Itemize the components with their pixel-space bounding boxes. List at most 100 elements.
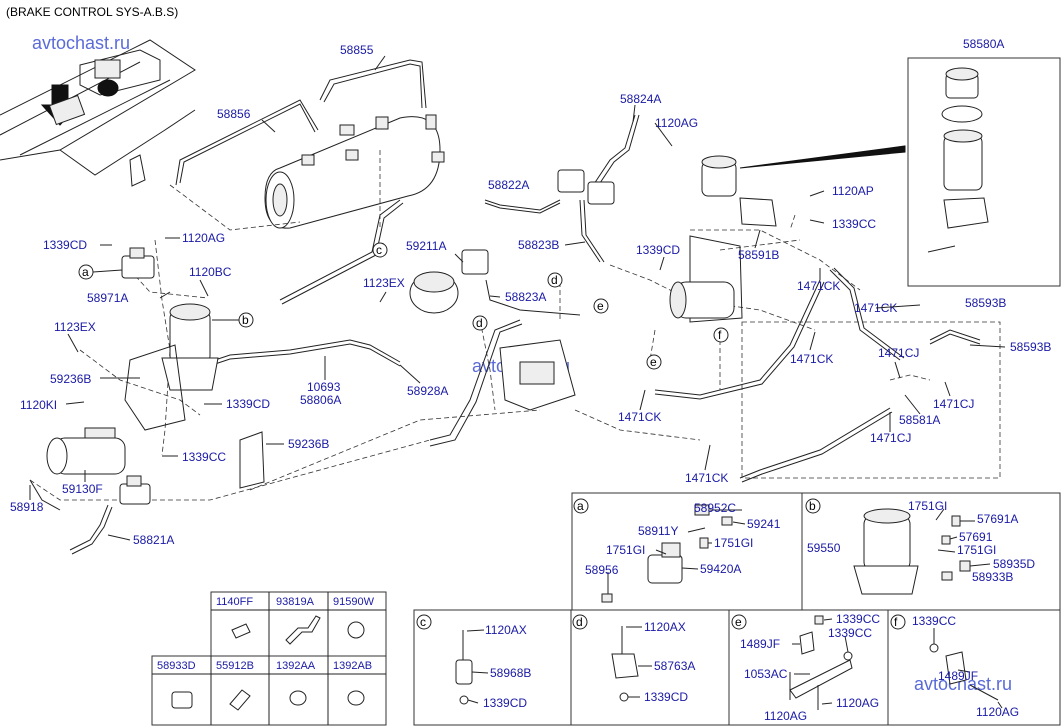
- detail-b-label-4: 59550: [807, 541, 841, 555]
- label-58593B-1: 58593B: [965, 296, 1006, 310]
- label-59236B-2: 59236B: [288, 437, 329, 451]
- detail-e-label-6: 1120AG: [764, 709, 807, 723]
- table-cell-1140FF: 1140FF: [216, 596, 253, 608]
- detail-b-label-2: 57691A: [977, 512, 1018, 526]
- detail-c-label-2: 58968B: [490, 666, 531, 680]
- detail-b-label-1: 1751GI: [908, 499, 947, 513]
- detail-d-label-3: 1339CD: [644, 690, 688, 704]
- label-1339CC-1: 1339CC: [832, 217, 876, 231]
- table-cell-1392AA: 1392AA: [276, 660, 316, 672]
- table-cell-1392AB: 1392AB: [333, 660, 372, 672]
- detail-f-label-3: 1120AG: [976, 705, 1019, 719]
- reservoir-exploded: [927, 67, 989, 253]
- label-58928A: 58928A: [407, 384, 448, 398]
- grommet-1392AA: [289, 690, 307, 706]
- fitting-58933D: [171, 691, 193, 709]
- reservoir-mid: [701, 155, 777, 227]
- detail-f-frame: [887, 609, 1061, 726]
- detail-d-label-2: 58763A: [654, 659, 695, 673]
- detail-d-label-1: 1120AX: [644, 620, 686, 634]
- detail-d-parts: [611, 626, 652, 702]
- detail-d-letter: d: [576, 615, 583, 629]
- tag-e-lower: e: [650, 355, 657, 369]
- modulator-59211A: [409, 271, 459, 314]
- label-10693: 10693: [307, 380, 341, 394]
- tag-f: f: [718, 328, 722, 342]
- label-1123EX-2: 1123EX: [54, 320, 96, 334]
- label-1471CK-2: 1471CK: [854, 301, 897, 315]
- watermark-top: avtochast.ru: [32, 33, 130, 53]
- detail-a-label-1: 58952C: [694, 501, 736, 515]
- leader-lines: [29, 55, 1006, 541]
- label-1471CJ-2: 1471CJ: [933, 397, 974, 411]
- brake-lines: [29, 59, 981, 555]
- label-58580A: 58580A: [963, 37, 1004, 51]
- tag-b: b: [242, 313, 249, 327]
- tag-a: a: [82, 265, 89, 279]
- tag-e-upper: e: [597, 299, 604, 313]
- label-1120AG-1: 1120AG: [655, 116, 698, 130]
- label-1123EX-1: 1123EX: [363, 276, 405, 290]
- detail-b-label-3: 57691: [959, 530, 993, 544]
- label-1339CD-1: 1339CD: [636, 243, 680, 257]
- label-1339CD-3: 1339CD: [226, 397, 270, 411]
- label-58823B: 58823B: [518, 238, 559, 252]
- detail-a-label-5: 1751GI: [606, 543, 645, 557]
- label-1471CK-1: 1471CK: [797, 279, 840, 293]
- abs-ecu-mid: [499, 339, 576, 411]
- detail-a-label-4: 1751GI: [714, 536, 753, 550]
- label-1471CK-5: 1471CK: [685, 471, 728, 485]
- detail-e-label-5: 1120AG: [836, 696, 879, 710]
- clip-91590W: [347, 621, 365, 639]
- detail-f-label-1: 1339CC: [912, 614, 956, 628]
- label-1120BC: 1120BC: [189, 265, 232, 279]
- label-1471CK-3: 1471CK: [790, 352, 833, 366]
- label-58824A: 58824A: [620, 92, 661, 106]
- detail-f-label-2: 1489JF: [938, 669, 978, 683]
- table-cell-58933D: 58933D: [157, 660, 196, 672]
- table-cell-91590W: 91590W: [333, 596, 375, 608]
- callout-labels: 58855 58856 58824A 1120AG 58580A 58822A …: [10, 37, 1051, 547]
- label-1471CJ-1: 1471CJ: [878, 346, 919, 360]
- pointer-wedge: [739, 145, 906, 169]
- air-dryer: [124, 303, 219, 431]
- vehicle-frame-illustration: [0, 39, 196, 187]
- abs-valves-top: [557, 169, 615, 205]
- detail-a-label-6: 58956: [585, 563, 619, 577]
- bracket-59236B: [239, 431, 265, 489]
- fitting-55912B: [229, 689, 251, 711]
- detail-e-label-4: 1053AC: [744, 667, 788, 681]
- label-58823A: 58823A: [505, 290, 546, 304]
- parts-table: 1140FF 93819A 91590W 58933D 55912B 1392A…: [151, 591, 387, 726]
- label-1339CC-2: 1339CC: [182, 450, 226, 464]
- detail-e-label-3: 1489JF: [740, 637, 780, 651]
- label-58821A: 58821A: [133, 533, 174, 547]
- letter-tags: a b c d d e e f: [78, 242, 729, 370]
- detail-b-parts: [853, 508, 991, 595]
- label-59236B-1: 59236B: [50, 372, 91, 386]
- label-1471CK-4: 1471CK: [618, 410, 661, 424]
- label-58918: 58918: [10, 500, 44, 514]
- detail-c-letter: c: [420, 615, 426, 629]
- label-58855: 58855: [340, 43, 374, 57]
- detail-e-parts: [789, 615, 853, 710]
- reservoir-detail-frame: [907, 57, 1061, 287]
- table-cell-55912B: 55912B: [216, 660, 254, 672]
- label-58822A: 58822A: [488, 178, 529, 192]
- detail-b-label-5: 1751GI: [957, 543, 996, 557]
- label-58856: 58856: [217, 107, 251, 121]
- air-tank: [264, 114, 445, 229]
- label-1120AP: 1120AP: [832, 184, 874, 198]
- detail-e-letter: e: [735, 615, 742, 629]
- detail-a-label-3: 59241: [747, 517, 781, 531]
- tag-d-left: d: [476, 316, 483, 330]
- compressor: [46, 427, 126, 475]
- grommet-1392AB: [347, 690, 365, 706]
- bracket-93819A: [285, 615, 321, 645]
- diagram-title: (BRAKE CONTROL SYS-A.B.S): [6, 5, 178, 19]
- label-58806A: 58806A: [300, 393, 341, 407]
- detail-f-letter: f: [894, 615, 898, 629]
- detail-a-letter: a: [577, 499, 584, 513]
- label-59211A: 59211A: [406, 239, 446, 253]
